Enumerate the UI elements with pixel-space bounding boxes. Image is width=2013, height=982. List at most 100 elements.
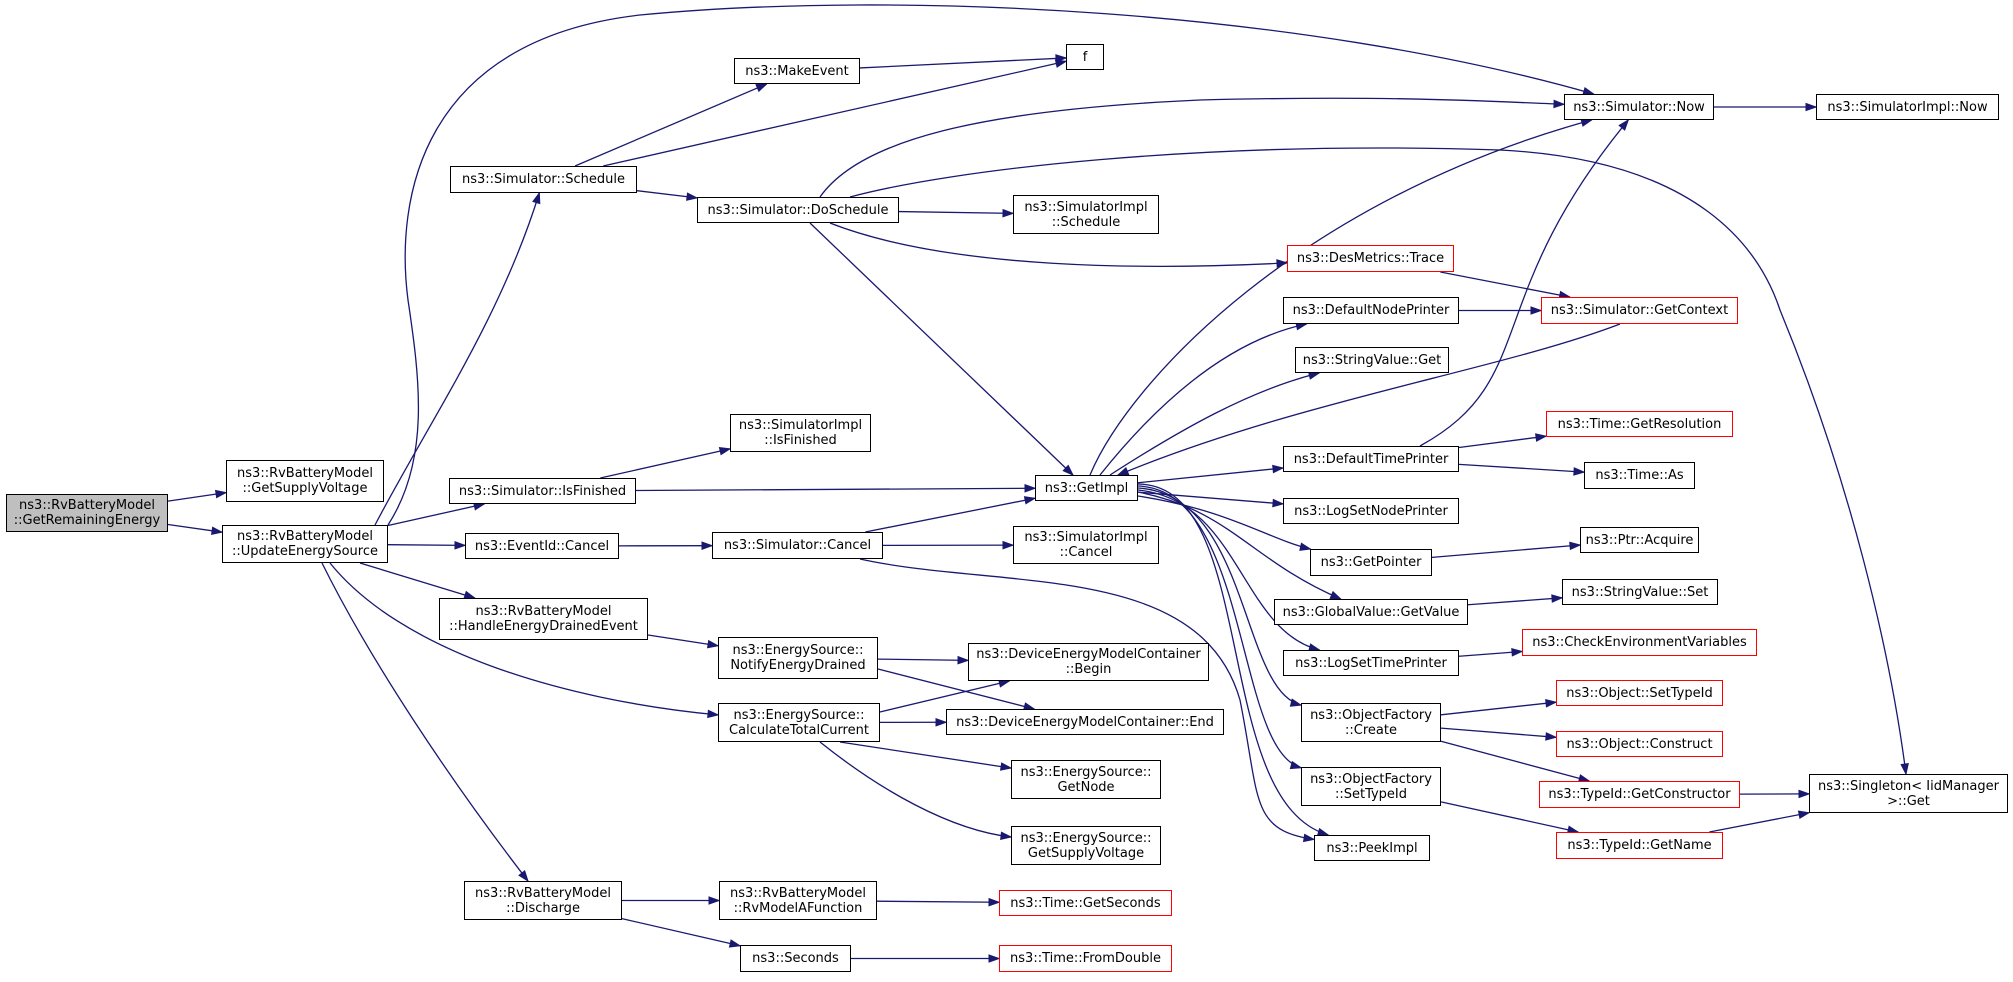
node-des-trace[interactable]: ns3::DesMetrics::Trace bbox=[1287, 245, 1454, 272]
node-impl-cancel[interactable]: ns3::SimulatorImpl::Cancel bbox=[1013, 526, 1159, 564]
node-schedule[interactable]: ns3::Simulator::Schedule bbox=[450, 166, 637, 193]
edge-arrowhead bbox=[455, 542, 465, 549]
node-rv-model[interactable]: ns3::RvBatteryModel::RvModelAFunction bbox=[719, 881, 877, 920]
node-get-constructor[interactable]: ns3::TypeId::GetConstructor bbox=[1539, 781, 1740, 808]
node-obj-set-type-id[interactable]: ns3::Object::SetTypeId bbox=[1556, 680, 1723, 706]
edge-arrowhead bbox=[1304, 834, 1314, 841]
edge-arrowhead bbox=[1024, 497, 1035, 504]
node-get-pointer[interactable]: ns3::GetPointer bbox=[1310, 549, 1432, 576]
node-get-context[interactable]: ns3::Simulator::GetContext bbox=[1541, 297, 1738, 324]
node-es-get-supply-voltage[interactable]: ns3::EnergySource::GetSupplyVoltage bbox=[1011, 826, 1161, 865]
node-label-line: ns3::LogSetTimePrinter bbox=[1295, 656, 1447, 671]
node-label-line: ns3::Simulator::Now bbox=[1573, 100, 1705, 115]
edge-arrowhead bbox=[212, 527, 222, 534]
edge-arrowhead bbox=[1574, 468, 1584, 475]
node-label-line: ::GetSupplyVoltage bbox=[243, 481, 368, 496]
node-calc-current[interactable]: ns3::EnergySource::CalculateTotalCurrent bbox=[718, 703, 880, 742]
node-log-set-time-printer[interactable]: ns3::LogSetTimePrinter bbox=[1283, 650, 1459, 676]
node-get-node[interactable]: ns3::EnergySource::GetNode bbox=[1011, 760, 1161, 799]
node-label-line: ns3::DeviceEnergyModelContainer::End bbox=[956, 715, 1214, 730]
node-default-time-printer[interactable]: ns3::DefaultTimePrinter bbox=[1283, 446, 1459, 472]
node-string-get[interactable]: ns3::StringValue::Get bbox=[1295, 347, 1449, 373]
edge-typeIdGetName-to-singletonGet bbox=[1709, 813, 1809, 832]
edge-arrowhead bbox=[1512, 649, 1522, 656]
node-f[interactable]: f bbox=[1066, 44, 1104, 70]
node-obj-construct[interactable]: ns3::Object::Construct bbox=[1556, 731, 1723, 757]
node-from-double[interactable]: ns3::Time::FromDouble bbox=[999, 945, 1172, 972]
edge-doSchedule-to-now bbox=[820, 98, 1564, 197]
node-label-line: ::HandleEnergyDrainedEvent bbox=[449, 619, 638, 634]
edge-arrowhead bbox=[1901, 764, 1908, 774]
node-of-create[interactable]: ns3::ObjectFactory::Create bbox=[1301, 703, 1441, 742]
node-get-resolution[interactable]: ns3::Time::GetResolution bbox=[1546, 411, 1733, 437]
node-impl-schedule[interactable]: ns3::SimulatorImpl::Schedule bbox=[1013, 195, 1159, 234]
node-get-seconds[interactable]: ns3::Time::GetSeconds bbox=[999, 890, 1172, 916]
edge-isFinished-to-getImpl bbox=[636, 488, 1035, 490]
node-label-line: ns3::TypeId::GetName bbox=[1567, 838, 1711, 853]
edge-arrowhead bbox=[1025, 485, 1035, 492]
node-is-finished[interactable]: ns3::Simulator::IsFinished bbox=[449, 478, 636, 504]
node-label-line: ::Create bbox=[1345, 723, 1397, 738]
node-label-line: >::Get bbox=[1887, 794, 1930, 809]
node-gv-get-value[interactable]: ns3::GlobalValue::GetValue bbox=[1274, 599, 1468, 625]
node-label-line: ns3::Time::FromDouble bbox=[1010, 951, 1161, 966]
node-update-energy-source[interactable]: ns3::RvBatteryModel::UpdateEnergySource bbox=[222, 525, 388, 563]
node-ptr-acquire[interactable]: ns3::Ptr::Acquire bbox=[1580, 527, 1699, 553]
node-seconds[interactable]: ns3::Seconds bbox=[740, 945, 851, 972]
node-dem-begin[interactable]: ns3::DeviceEnergyModelContainer::Begin bbox=[968, 643, 1209, 681]
node-sim-cancel[interactable]: ns3::Simulator::Cancel bbox=[712, 532, 883, 559]
node-of-set-type-id[interactable]: ns3::ObjectFactory::SetTypeId bbox=[1301, 767, 1441, 806]
edge-arrowhead bbox=[1546, 700, 1556, 707]
edge-arrowhead bbox=[1619, 120, 1628, 130]
node-singleton-get[interactable]: ns3::Singleton< IidManager >::Get bbox=[1809, 774, 2008, 813]
edge-arrowhead bbox=[729, 940, 740, 947]
node-notify-drained[interactable]: ns3::EnergySource::NotifyEnergyDrained bbox=[718, 637, 878, 679]
node-impl-is-finished[interactable]: ns3::SimulatorImpl::IsFinished bbox=[730, 414, 871, 452]
node-label-line: ::Schedule bbox=[1052, 215, 1121, 230]
edge-arrowhead bbox=[216, 490, 226, 497]
node-event-cancel[interactable]: ns3::EventId::Cancel bbox=[465, 533, 619, 559]
node-label-line: ns3::Ptr::Acquire bbox=[1586, 533, 1694, 548]
node-label-line: ns3::Time::As bbox=[1595, 468, 1683, 483]
edge-arrowhead bbox=[1552, 595, 1562, 602]
node-label-line: ns3::LogSetNodePrinter bbox=[1294, 504, 1448, 519]
node-get-supply-voltage[interactable]: ns3::RvBatteryModel::GetSupplyVoltage bbox=[226, 460, 384, 502]
node-label-line: ::Discharge bbox=[506, 901, 580, 916]
node-label-line: ::Begin bbox=[1066, 662, 1112, 677]
node-impl-now[interactable]: ns3::SimulatorImpl::Now bbox=[1816, 94, 1999, 120]
edge-rvModel-to-getSeconds bbox=[877, 901, 999, 902]
node-do-schedule[interactable]: ns3::Simulator::DoSchedule bbox=[697, 197, 899, 223]
node-type-id-get-name[interactable]: ns3::TypeId::GetName bbox=[1556, 832, 1723, 859]
node-root: ns3::RvBatteryModel::GetRemainingEnergy bbox=[6, 494, 168, 532]
edge-desTrace-to-getContext bbox=[1440, 272, 1569, 297]
node-peek-impl[interactable]: ns3::PeekImpl bbox=[1314, 835, 1430, 861]
node-label-line: ns3::ObjectFactory bbox=[1310, 772, 1432, 787]
node-label-line: ns3::DefaultNodePrinter bbox=[1293, 303, 1450, 318]
node-handle-drained[interactable]: ns3::RvBatteryModel::HandleEnergyDrained… bbox=[439, 598, 648, 640]
node-log-set-node-printer[interactable]: ns3::LogSetNodePrinter bbox=[1283, 498, 1459, 524]
edge-defaultTimePrinter-to-timeAs bbox=[1459, 464, 1584, 472]
node-label-line: ns3::ObjectFactory bbox=[1310, 708, 1432, 723]
node-label-line: ns3::EnergySource:: bbox=[1021, 831, 1152, 846]
node-check-env[interactable]: ns3::CheckEnvironmentVariables bbox=[1522, 629, 1757, 656]
node-time-as[interactable]: ns3::Time::As bbox=[1584, 462, 1695, 489]
edge-arrowhead bbox=[1531, 307, 1541, 314]
node-default-node-printer[interactable]: ns3::DefaultNodePrinter bbox=[1283, 297, 1459, 324]
node-string-set[interactable]: ns3::StringValue::Set bbox=[1562, 579, 1718, 605]
node-label-line: ns3::Seconds bbox=[752, 951, 839, 966]
node-get-impl[interactable]: ns3::GetImpl bbox=[1035, 475, 1138, 501]
node-discharge[interactable]: ns3::RvBatteryModel::Discharge bbox=[464, 881, 622, 920]
edge-arrowhead bbox=[708, 641, 718, 648]
edge-arrowhead bbox=[708, 710, 718, 717]
edge-ofCreate-to-objSetTypeId bbox=[1441, 702, 1556, 715]
edge-arrowhead bbox=[1290, 699, 1301, 706]
edge-arrowhead bbox=[756, 84, 767, 91]
node-label-line: ns3::DefaultTimePrinter bbox=[1294, 452, 1449, 467]
edge-arrowhead bbox=[1003, 210, 1013, 217]
node-label-line: ns3::RvBatteryModel bbox=[730, 886, 866, 901]
edge-updateEnergySource-to-eventCancel bbox=[388, 545, 465, 546]
node-dem-end[interactable]: ns3::DeviceEnergyModelContainer::End bbox=[946, 709, 1224, 735]
node-now[interactable]: ns3::Simulator::Now bbox=[1564, 94, 1714, 120]
node-make-event[interactable]: ns3::MakeEvent bbox=[734, 58, 860, 84]
